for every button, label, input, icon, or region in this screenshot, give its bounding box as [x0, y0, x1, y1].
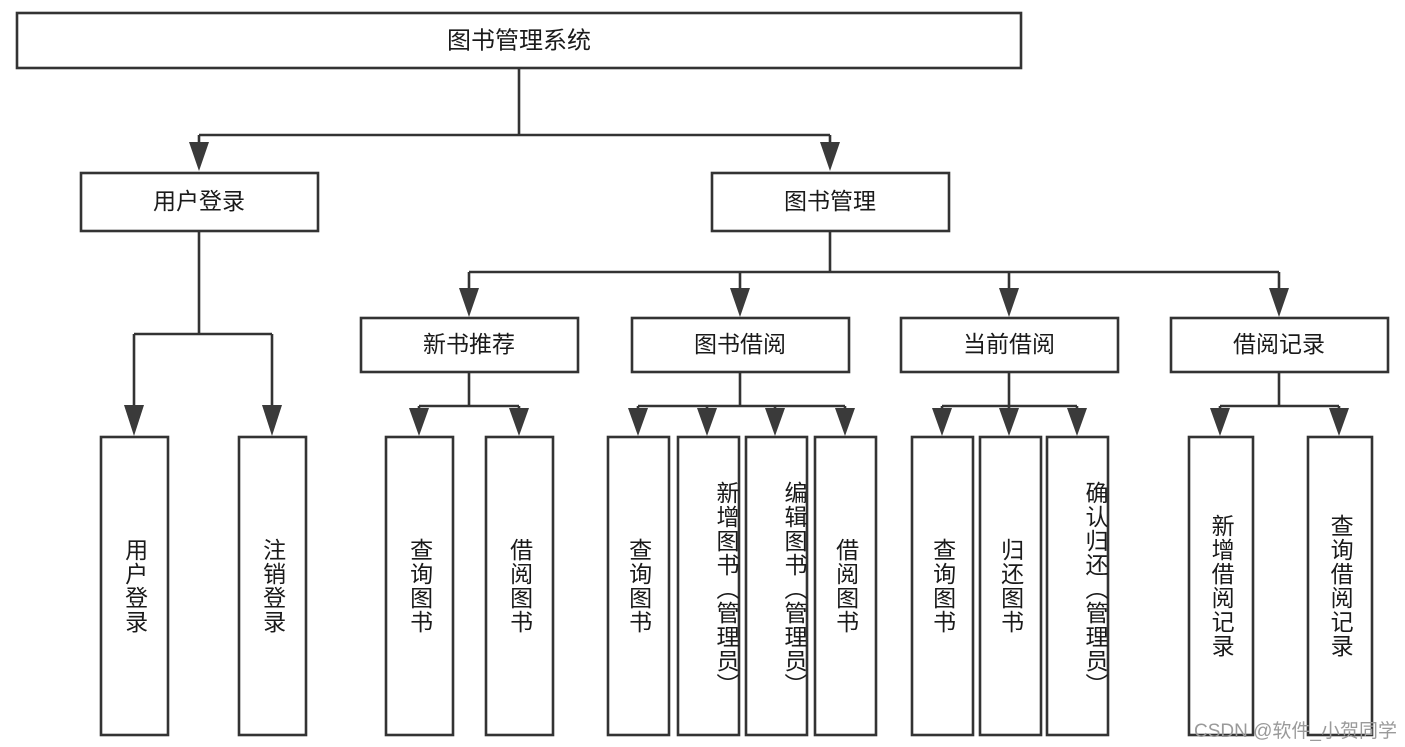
leaf-box-borrow-book-1[interactable]	[484, 435, 555, 737]
arrow-head-current-leaf3	[1067, 408, 1087, 436]
node-root-system-box	[15, 11, 1023, 70]
arrow-head-records-leaf1	[1210, 408, 1230, 436]
arrow-head-borrow-leaf1	[628, 408, 648, 436]
arrow-head-newbook-leaf1	[409, 408, 429, 436]
arrow-head-login-leaf1	[124, 405, 144, 436]
leaf-box-user-login[interactable]	[99, 435, 170, 737]
node-book-borrow[interactable]: 图书借阅	[630, 316, 851, 374]
node-user-login[interactable]: 用户登录	[79, 171, 320, 233]
leaf-box-query-borrow-record[interactable]	[1306, 435, 1374, 737]
node-new-book-recommend-label: 新书推荐	[423, 331, 515, 357]
watermark-text: CSDN @软件_小贺同学	[1194, 721, 1397, 742]
arrow-head-to-login	[189, 142, 209, 171]
arrow-head-records-leaf2	[1329, 408, 1349, 436]
leaf-box-logout[interactable]	[237, 435, 308, 737]
node-borrow-records-label: 借阅记录	[1233, 331, 1325, 357]
arrow-head-to-bookmgmt	[820, 142, 840, 171]
node-current-borrow-label: 当前借阅	[963, 331, 1055, 357]
arrow-head-borrow-leaf3	[765, 408, 785, 436]
leaf-box-add-borrow-record[interactable]	[1187, 435, 1255, 737]
node-root-system[interactable]: 图书管理系统	[15, 11, 1023, 70]
node-current-borrow[interactable]: 当前借阅	[899, 316, 1120, 374]
node-borrow-records-box	[1169, 316, 1390, 374]
leaf-box-return-book[interactable]	[978, 435, 1043, 737]
arrow-head-to-newbook	[459, 288, 479, 317]
arrow-head-borrow-leaf4	[835, 408, 855, 436]
arrow-head-to-records	[1269, 288, 1289, 317]
arrow-head-newbook-leaf2	[509, 408, 529, 436]
node-root-system-label: 图书管理系统	[447, 27, 591, 54]
leaf-box-query-book-1[interactable]	[384, 435, 455, 737]
node-book-borrow-box	[630, 316, 851, 374]
node-book-management-box	[710, 171, 951, 233]
node-book-management[interactable]: 图书管理	[710, 171, 951, 233]
leaf-box-add-book-admin[interactable]	[676, 435, 741, 737]
leaf-box-query-book-3[interactable]	[910, 435, 975, 737]
leaf-box-edit-book-admin[interactable]	[744, 435, 809, 737]
node-new-book-recommend-box	[359, 316, 580, 374]
node-current-borrow-box	[899, 316, 1120, 374]
node-user-login-label: 用户登录	[153, 188, 245, 214]
leaf-box-query-book-2[interactable]	[606, 435, 671, 737]
node-book-borrow-label: 图书借阅	[694, 331, 786, 357]
arrow-head-login-leaf2	[262, 405, 282, 436]
node-borrow-records[interactable]: 借阅记录	[1169, 316, 1390, 374]
node-book-management-label: 图书管理	[784, 188, 876, 214]
leaf-box-confirm-return-admin[interactable]	[1045, 435, 1110, 737]
arrow-head-to-current	[999, 288, 1019, 317]
arrow-head-current-leaf2	[999, 408, 1019, 436]
leaf-box-borrow-book-2[interactable]	[813, 435, 878, 737]
arrow-head-to-borrow	[730, 288, 750, 317]
arrow-head-current-leaf1	[932, 408, 952, 436]
node-new-book-recommend[interactable]: 新书推荐	[359, 316, 580, 374]
arrow-head-borrow-leaf2	[697, 408, 717, 436]
